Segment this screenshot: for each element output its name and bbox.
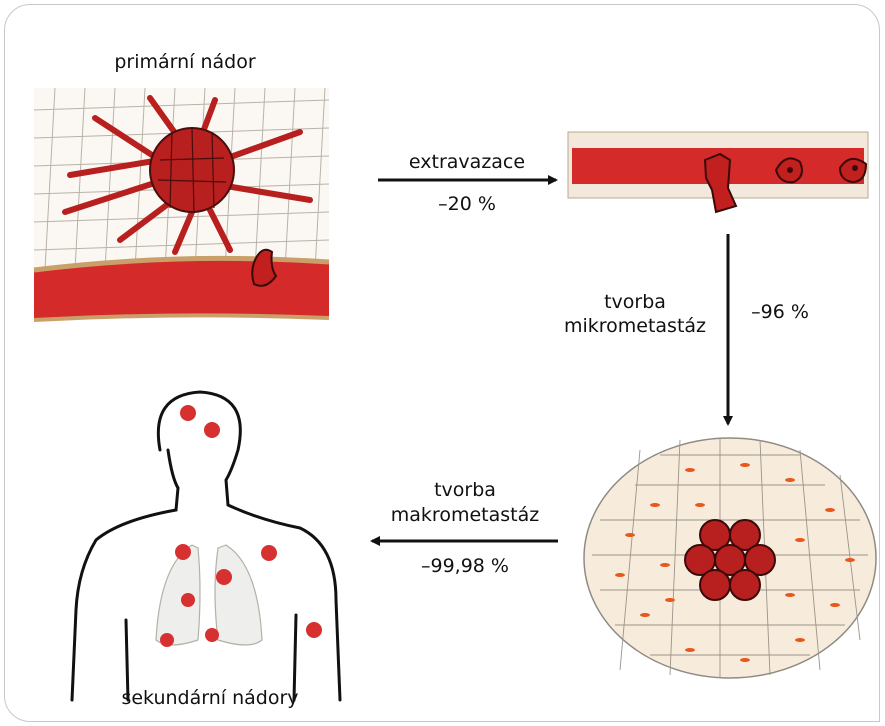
extravasation-illustration [568, 132, 868, 212]
extravasation-label: extravazace [392, 150, 542, 174]
secondary-tumors-label: sekundární nádory [100, 686, 320, 710]
macrometastasis-label-line2: makrometastáz [390, 503, 540, 527]
primary-tumor-illustration [34, 88, 329, 320]
micrometastasis-label-line2: mikrometastáz [560, 314, 710, 338]
primary-tumor-label: primární nádor [100, 50, 270, 74]
extravasation-loss: –20 % [392, 192, 542, 216]
macrometastasis-loss: –99,98 % [390, 554, 540, 578]
micrometastasis-illustration [584, 438, 876, 678]
body-illustration [72, 392, 340, 700]
micrometastasis-label-line1: tvorba [560, 290, 710, 314]
micrometastasis-loss: –96 % [740, 300, 820, 324]
macrometastasis-label-line1: tvorba [390, 478, 540, 502]
